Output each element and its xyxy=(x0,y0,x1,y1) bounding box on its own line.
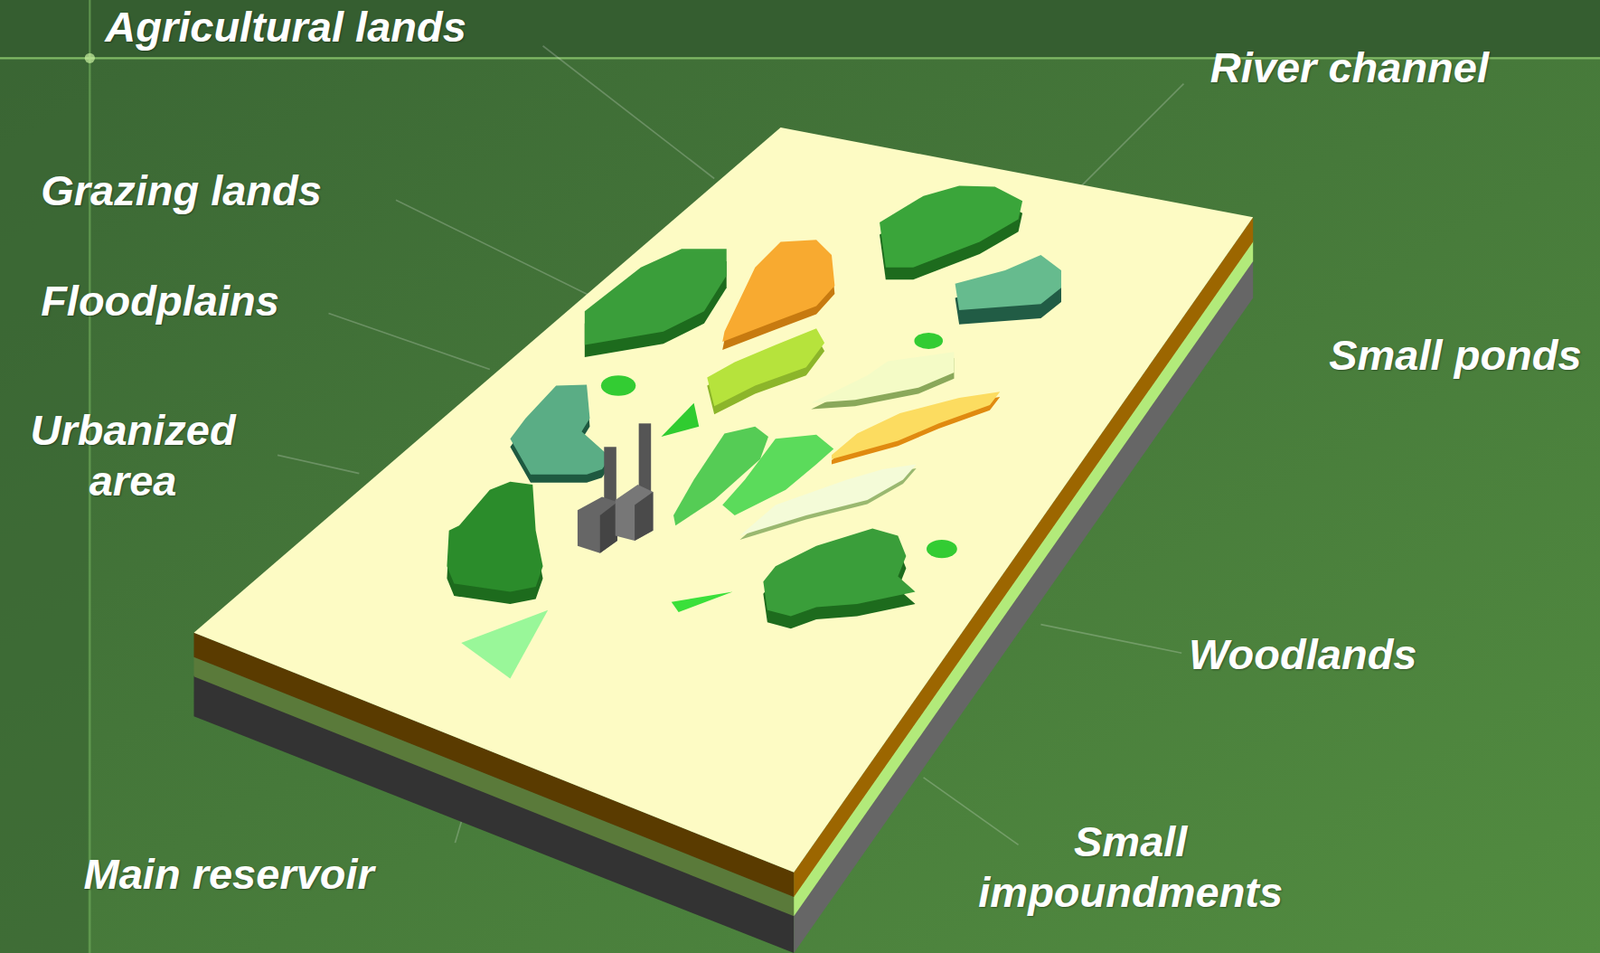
agricultural-patch xyxy=(739,463,916,540)
woodland-patch xyxy=(446,481,543,604)
leader-line xyxy=(328,312,490,369)
woodland-patch xyxy=(762,528,915,630)
impoundment xyxy=(461,403,733,679)
grazing-patch xyxy=(706,328,825,415)
leader-line xyxy=(277,454,359,473)
woodland-patch xyxy=(879,185,1023,280)
agricultural-patch xyxy=(831,391,1000,464)
floodplain-patch xyxy=(955,254,1062,325)
factory xyxy=(577,423,654,553)
region-label: Urbanized area xyxy=(5,404,261,508)
leader-line xyxy=(1040,624,1182,654)
region-label: Grazing lands xyxy=(40,165,322,217)
region-label: Floodplains xyxy=(40,275,280,327)
region-label: Agricultural lands xyxy=(104,1,467,53)
agricultural-patch xyxy=(810,351,954,409)
region-label: Woodlands xyxy=(1188,629,1417,680)
region-label: Small ponds xyxy=(1328,329,1582,381)
crosshair xyxy=(84,53,95,64)
leader-line xyxy=(543,46,716,179)
floodplain-patch xyxy=(509,384,611,482)
region-label: River channel xyxy=(1210,42,1489,94)
leader-line xyxy=(1082,84,1185,187)
small-pond xyxy=(601,332,958,558)
region-label: Main reservoir xyxy=(84,848,375,900)
land-surface xyxy=(193,127,1253,873)
left-strip xyxy=(0,0,88,953)
woodland-patch xyxy=(584,248,727,358)
leader-line xyxy=(923,777,1019,845)
region-label: Small impoundments xyxy=(936,816,1325,919)
